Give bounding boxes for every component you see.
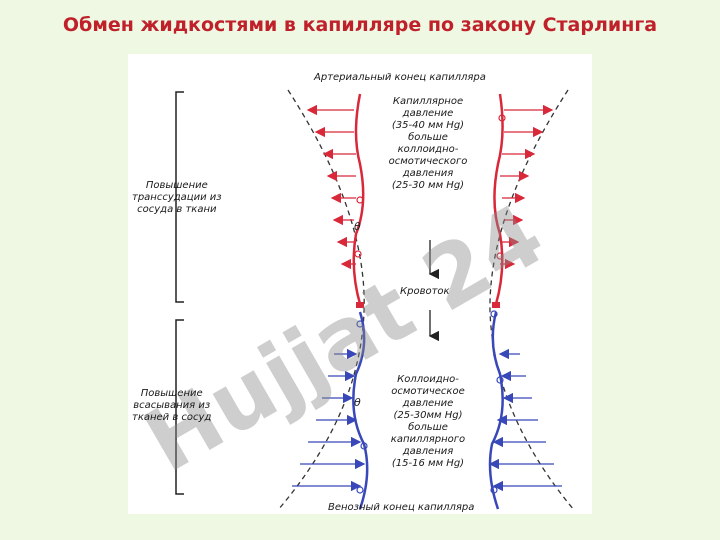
venous-end-label: Венозный конец капилляра xyxy=(328,502,475,513)
lower-line-4: (25-30мм Hg) xyxy=(393,410,463,421)
watermark: Hujjat 24 xyxy=(129,185,561,492)
left-lower-line-1: Повышение xyxy=(140,388,203,399)
lower-line-3: давление xyxy=(402,398,454,409)
lower-line-2: осмотическое xyxy=(391,386,465,397)
right-arterial-line xyxy=(493,93,504,305)
upper-bracket xyxy=(175,91,184,303)
upper-line-5: коллоидно- xyxy=(397,144,459,155)
lower-line-1: Коллоидно- xyxy=(397,374,459,385)
theta-mark-2: θ xyxy=(354,396,361,409)
lower-line-7: давления xyxy=(402,446,454,457)
left-lower-line-2: всасывания из xyxy=(133,400,211,411)
upper-line-1: Капиллярное xyxy=(392,96,464,107)
left-upper-line-2: транссудации из xyxy=(132,192,222,203)
slide-title: Обмен жидкостями в капилляре по закону С… xyxy=(62,14,658,36)
lower-explanation: Коллоидно- осмотическое давление (25-30м… xyxy=(380,374,476,470)
upper-line-7: давления xyxy=(402,168,454,179)
absorption-arrows xyxy=(292,348,562,492)
theta-mark-1: θ xyxy=(354,220,361,233)
left-wall xyxy=(277,89,365,511)
capillary-drawing: θ θ Hujjat 24 xyxy=(129,89,575,511)
left-lower-label: Повышение всасывания из тканей в сосуд xyxy=(132,388,211,424)
starling-diagram: θ θ Hujjat 24 Артериальный конец капилля… xyxy=(128,54,592,514)
upper-line-2: давление xyxy=(402,108,454,119)
lower-line-8: (15-16 мм Hg) xyxy=(391,458,465,469)
left-upper-line-3: сосуда в ткани xyxy=(137,204,217,215)
lower-line-5: больше xyxy=(408,422,448,433)
upper-line-3: (35-40 мм Hg) xyxy=(391,120,465,131)
left-venous-line xyxy=(352,311,369,510)
upper-line-4: больше xyxy=(408,132,448,143)
lower-line-6: капиллярного xyxy=(390,434,466,445)
upper-line-6: осмотического xyxy=(388,156,468,167)
lower-bracket xyxy=(175,319,184,495)
arterial-end-label: Артериальный конец капилляра xyxy=(314,72,486,83)
blood-flow-label: Кровоток xyxy=(400,286,450,297)
particles xyxy=(354,114,506,494)
right-wall xyxy=(489,89,575,511)
left-lower-line-3: тканей в сосуд xyxy=(132,412,212,423)
left-upper-line-1: Повышение xyxy=(145,180,208,191)
upper-explanation: Капиллярное давление (35-40 мм Hg) больш… xyxy=(380,96,476,192)
left-upper-label: Повышение транссудации из сосуда в ткани xyxy=(132,180,222,216)
filtration-arrows xyxy=(306,104,554,270)
upper-line-8: (25-30 мм Hg) xyxy=(391,180,465,191)
right-venous-line xyxy=(488,311,504,510)
